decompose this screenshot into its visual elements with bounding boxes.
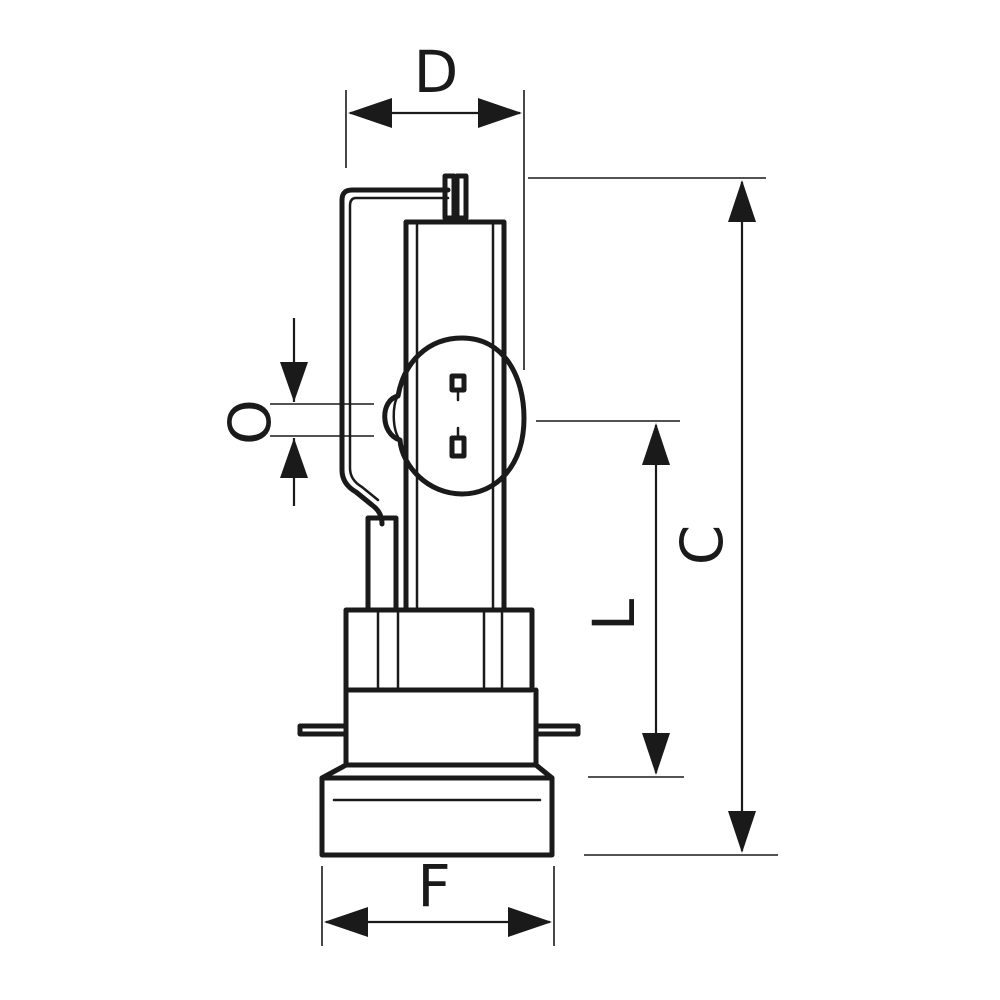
lamp-body	[297, 173, 581, 858]
base-neck	[343, 687, 539, 768]
lead-sleeve	[365, 515, 399, 613]
bottom-cap	[319, 775, 555, 858]
l-label: L	[580, 599, 648, 631]
burner-bulb	[382, 335, 527, 497]
f-arrow-right	[508, 907, 552, 937]
d-arrow-left	[348, 98, 392, 128]
dimension-o: O	[216, 318, 374, 506]
top-contact-right	[454, 173, 469, 221]
f-label: F	[417, 852, 450, 920]
return-wire	[339, 187, 451, 527]
base-flange-top	[319, 762, 555, 781]
c-arrow-top	[728, 180, 756, 222]
dimension-l: L	[536, 420, 684, 778]
side-pin-left	[297, 723, 349, 737]
o-arrow-top	[280, 362, 308, 402]
bulb-tip	[392, 394, 402, 442]
l-arrow-top	[642, 423, 670, 465]
d-label: D	[414, 38, 459, 106]
side-pin-right	[533, 723, 581, 737]
d-arrow-right	[478, 98, 522, 128]
l-arrow-bottom	[642, 733, 670, 775]
dimension-d: D	[345, 38, 525, 370]
o-arrow-bottom	[280, 438, 308, 478]
lamp-tube	[403, 219, 507, 613]
electrode-top	[449, 373, 467, 393]
f-arrow-left	[324, 907, 368, 937]
dimension-f: F	[321, 852, 555, 946]
c-arrow-bottom	[728, 811, 756, 853]
dimension-c: C	[528, 177, 778, 856]
o-label: O	[216, 399, 284, 445]
c-label: C	[668, 525, 736, 566]
electrode-bottom	[449, 435, 467, 459]
upper-base	[343, 607, 535, 693]
return-wire-inner	[348, 196, 450, 502]
